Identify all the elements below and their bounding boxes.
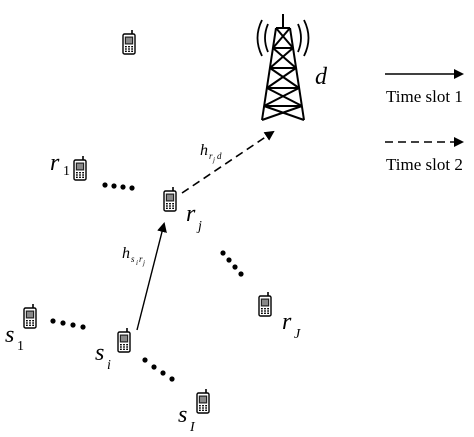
ellipsis-dots-rj-rJ [220,250,244,277]
legend-slot2-label: Time slot 2 [386,155,463,174]
svg-text:J: J [294,327,301,342]
svg-text:1: 1 [17,339,24,354]
phone-icon-r1 [73,155,87,181]
phone-icon-rj [163,186,177,212]
phone-icon-rJ [258,291,272,317]
ellipsis-dots-r1-rj [102,182,135,191]
svg-text:s: s [178,402,187,428]
svg-text:h: h [122,245,130,262]
svg-text:j: j [212,156,215,164]
svg-text:1: 1 [63,164,70,179]
label-s1: s 1 [5,322,24,354]
legend-slot1-label: Time slot 1 [386,87,463,106]
svg-text:d: d [217,151,222,161]
arrow-relay-to-destination [181,130,275,194]
label-si: s i [95,340,111,373]
phone-icon-sI [196,388,210,414]
phone-icon-idle [122,29,136,55]
label-rJ: r J [282,309,301,342]
label-sI: s I [178,402,196,435]
svg-text:h: h [200,142,208,159]
svg-text:i: i [107,358,111,373]
ellipsis-dots-si-sI [142,357,175,382]
svg-text:r: r [282,309,292,335]
tower-icon [256,14,310,121]
phone-icon-s1 [23,303,37,329]
svg-text:j: j [196,219,202,234]
label-h-rj-d: h r j d [200,142,222,164]
svg-text:r: r [139,254,143,264]
svg-text:r: r [50,150,60,176]
legend: Time slot 1 Time slot 2 [385,69,464,174]
label-rj: r j [186,201,202,234]
phone-icon-si [117,327,131,353]
svg-text:j: j [142,259,145,267]
svg-text:I: I [189,420,196,435]
svg-text:s: s [131,254,135,264]
destination-label: d [315,64,328,90]
svg-text:i: i [136,259,138,267]
svg-text:r: r [186,201,196,227]
svg-text:r: r [209,151,213,161]
label-h-si-rj: h s i r j [122,245,145,267]
svg-text:s: s [95,340,104,366]
label-r1: r 1 [50,150,70,179]
arrow-source-to-relay [136,222,167,331]
ellipsis-dots-s1-si [50,318,86,330]
svg-text:s: s [5,322,14,348]
